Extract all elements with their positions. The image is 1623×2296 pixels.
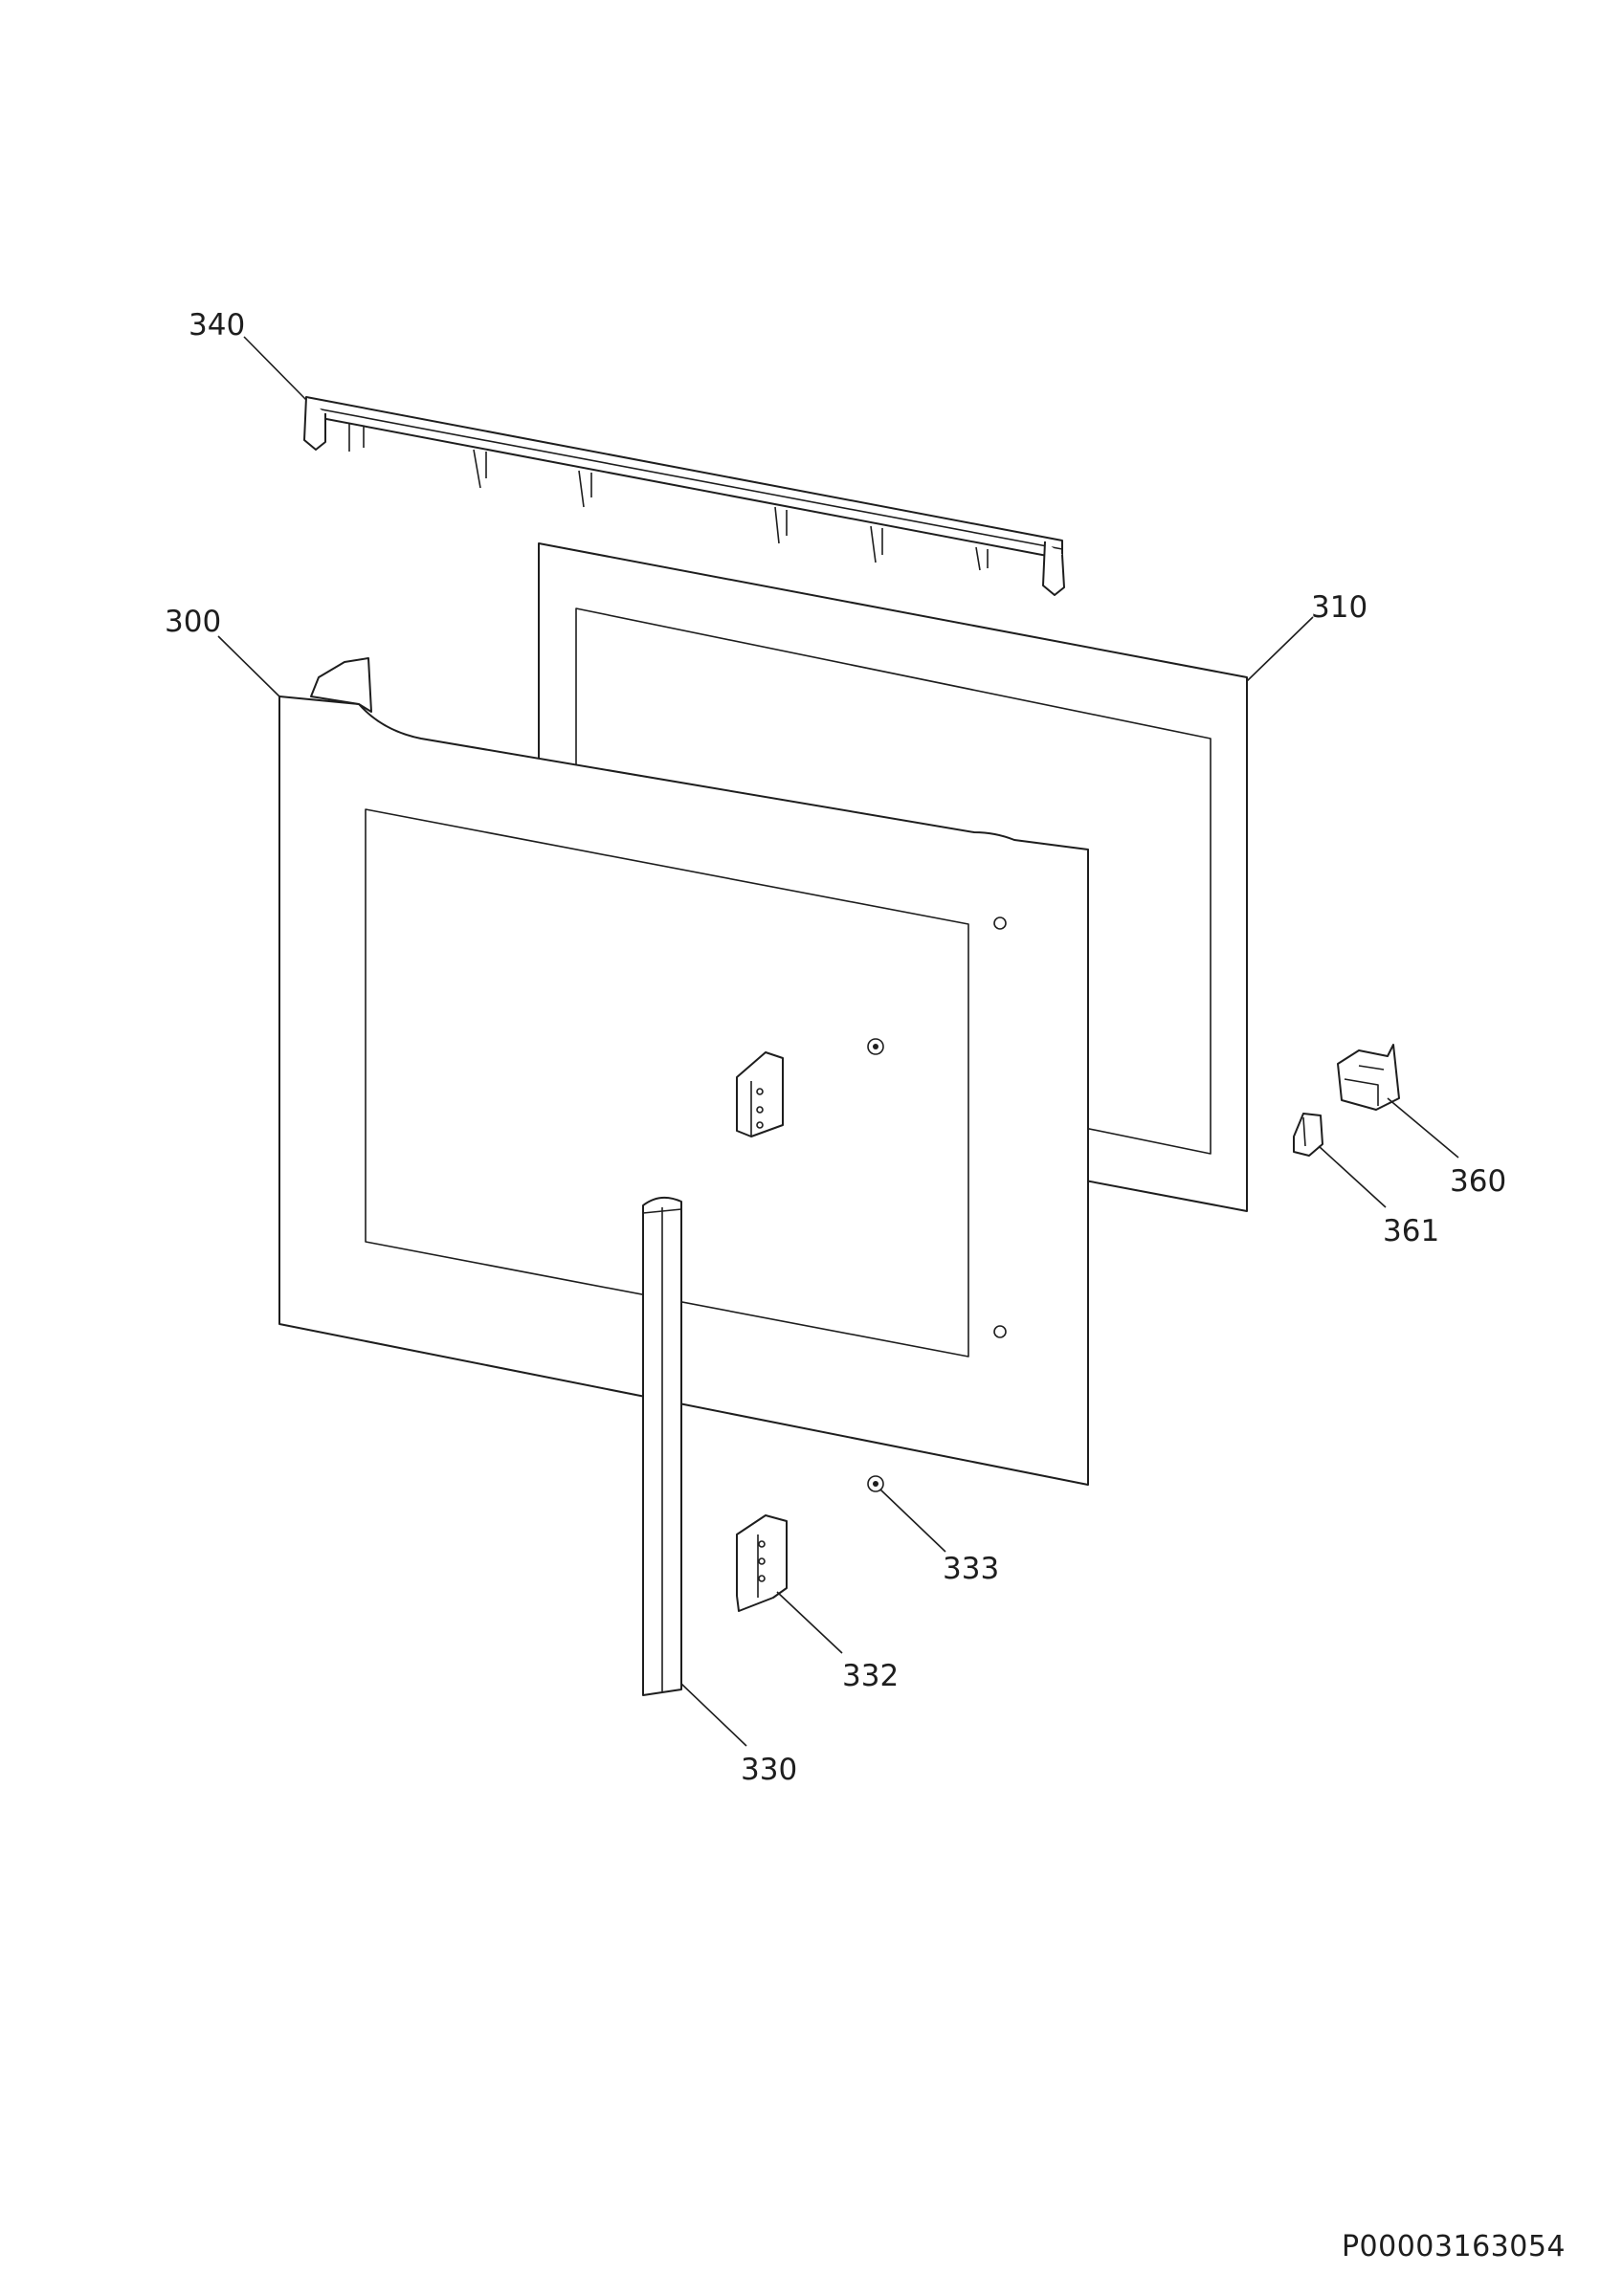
leader-300 — [217, 635, 280, 697]
leader-333 — [879, 1489, 946, 1553]
part-332-bracket[interactable] — [736, 1514, 788, 1612]
leader-361 — [1318, 1145, 1387, 1208]
drawing-code-label: P00003163054 — [1341, 2230, 1566, 2263]
callout-333: 333 — [943, 1552, 999, 1586]
callout-360: 360 — [1450, 1164, 1506, 1199]
callout-330: 330 — [741, 1753, 797, 1787]
callout-310: 310 — [1311, 590, 1367, 625]
leader-lines — [217, 336, 1459, 1747]
part-361-hinge-clip[interactable] — [1293, 1113, 1323, 1157]
part-330-handle-profile[interactable] — [642, 1196, 682, 1696]
callout-332: 332 — [842, 1659, 899, 1693]
leader-330 — [680, 1683, 747, 1747]
part-360-hinge[interactable] — [1337, 1044, 1400, 1111]
leader-332 — [776, 1591, 843, 1654]
callout-300: 300 — [165, 605, 221, 639]
part-340-top-trim-strip[interactable] — [303, 396, 1065, 596]
part-333-screw[interactable] — [867, 1475, 884, 1492]
leader-310 — [1246, 616, 1314, 682]
leader-360 — [1387, 1097, 1459, 1159]
callout-340: 340 — [189, 308, 245, 342]
leader-340 — [243, 336, 307, 401]
part-300-front-door-panel[interactable] — [278, 657, 1089, 1486]
callout-361: 361 — [1383, 1214, 1439, 1248]
